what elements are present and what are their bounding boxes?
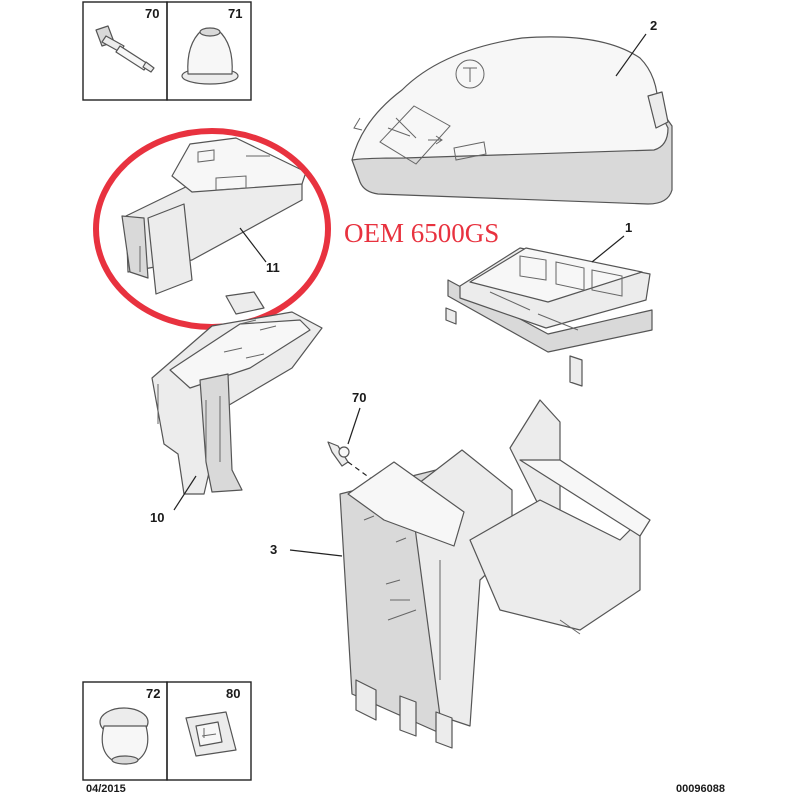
leader-11 (239, 227, 267, 263)
screw-part-70 (327, 441, 350, 467)
inset-box-72: 72 (82, 681, 168, 781)
leader-1 (591, 235, 625, 263)
callout-70-mid: 70 (352, 390, 366, 405)
callout-3: 3 (270, 542, 277, 557)
part-2-cover (351, 36, 673, 205)
callout-72: 72 (146, 686, 160, 701)
callout-80: 80 (226, 686, 240, 701)
part-3-housing (339, 399, 651, 749)
callout-10: 10 (150, 510, 164, 525)
part-10-bracket (151, 291, 323, 495)
callout-71: 71 (228, 6, 242, 21)
part-1-fuse-box (445, 247, 653, 387)
callout-11: 11 (266, 260, 280, 275)
leader-10 (173, 475, 197, 511)
oem-overlay-text: OEM 6500GS (344, 218, 499, 248)
clip-part-80 (185, 711, 237, 757)
rivet-part (95, 25, 155, 73)
callout-2: 2 (650, 18, 657, 33)
leader-3 (289, 549, 343, 557)
callout-1: 1 (625, 220, 632, 235)
leader-70-mid (347, 407, 361, 445)
inset-box-71: 71 (166, 1, 252, 101)
leader-2 (615, 33, 647, 77)
footer-date: 04/2015 (86, 783, 126, 795)
part-11-lid (121, 137, 307, 295)
callout-70-top: 70 (145, 6, 159, 21)
footer-code: 00096088 (676, 783, 725, 795)
inset-box-70: 70 (82, 1, 168, 101)
grommet-part-72 (99, 707, 149, 765)
inset-box-80: 80 (166, 681, 252, 781)
grommet-part-71 (181, 27, 239, 85)
